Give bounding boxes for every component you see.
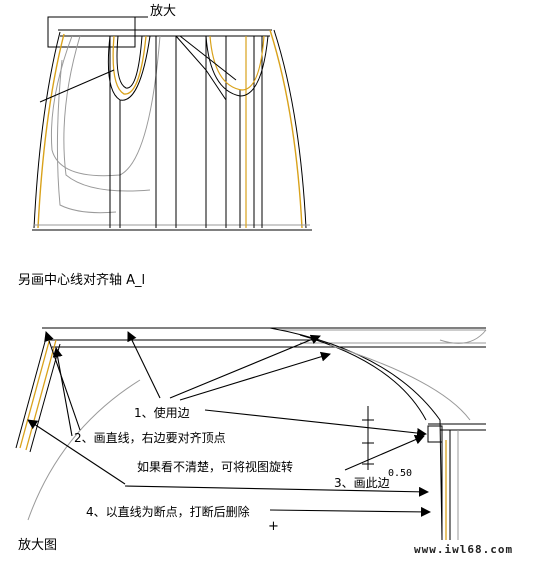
- pocket-curve-gold: [112, 35, 147, 95]
- facing-curve-3: [56, 59, 117, 214]
- dart-line: [179, 35, 237, 81]
- left-side-seam: [33, 31, 61, 229]
- facing-curve-1: [50, 35, 161, 177]
- zoom-label: 放大: [150, 4, 177, 19]
- caption-zoom-view: 放大图: [18, 538, 58, 553]
- front-dart-gold: [209, 35, 265, 91]
- right-side-seam: [273, 29, 307, 229]
- front-dart-right: [205, 35, 269, 97]
- watermark: www.iwl68.com: [414, 543, 514, 556]
- left-seam-gold-2: [25, 339, 57, 451]
- large-arc-outer: [269, 327, 443, 541]
- left-arc-gray: [27, 379, 141, 521]
- callout-arrows: [27, 331, 431, 517]
- left-side-seam-gold: [37, 33, 65, 229]
- right-side-seam-gold: [269, 29, 303, 229]
- large-arc-inner: [299, 334, 427, 421]
- dimension-value: 0.50: [388, 468, 413, 479]
- caption-center-line: 另画中心线对齐轴 A_l: [18, 273, 146, 288]
- annotation-step2: 2、画直线，右边要对齐顶点: [74, 431, 226, 445]
- left-seam-2: [29, 343, 61, 453]
- annotation-step3: 3、画此边: [334, 476, 390, 490]
- large-arc-gray: [329, 344, 471, 421]
- left-seam-1: [15, 337, 47, 449]
- left-seam-gold-1: [19, 337, 51, 449]
- corner-curve: [439, 329, 487, 344]
- front-dart-left: [175, 35, 227, 101]
- annotation-step4: 4、以直线为断点，打断后删除: [86, 505, 250, 519]
- diagonal-guide: [39, 69, 115, 103]
- pocket-curve-outer: [107, 35, 151, 101]
- cross-mark: +: [268, 519, 279, 534]
- facing-curve-2: [63, 35, 151, 192]
- annotation-hint: 如果看不清楚，可将视图旋转: [137, 460, 294, 474]
- zoom-box: [47, 16, 136, 48]
- annotation-step1: 1、使用边: [134, 406, 190, 420]
- pocket-curve-inner: [116, 35, 143, 89]
